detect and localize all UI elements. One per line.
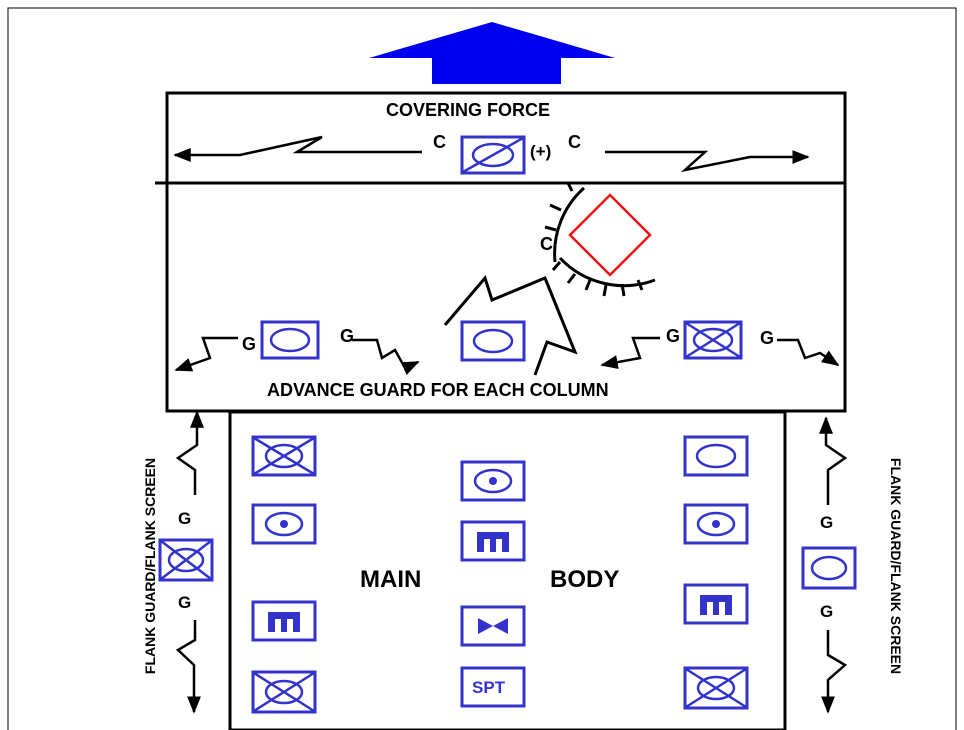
advance-g-label-2: G (340, 326, 355, 346)
advance-g-label-3: G (666, 326, 681, 346)
body-label: BODY (550, 566, 620, 593)
covering-force-label: COVERING FORCE (386, 100, 551, 120)
covering-c-right-label: C (568, 132, 581, 152)
main-body-left-mech-icon (251, 503, 317, 545)
flank-right-g-upper-label: G (820, 513, 834, 532)
advance-g-label-4: G (760, 328, 775, 348)
flank-left-g-upper-label: G (178, 509, 192, 528)
maneuver-route (443, 274, 578, 376)
flank-screen-left-up (175, 410, 204, 495)
advance-guard-label: ADVANCE GUARD FOR EACH COLUMN (267, 380, 609, 400)
advance-screen-right (600, 336, 660, 370)
flank-screen-right-down (821, 630, 848, 714)
covering-screen-left (173, 135, 422, 162)
main-body-left-armored-cav-icon-2 (251, 670, 317, 714)
main-body-right-engineer-icon (683, 583, 749, 625)
flank-screen-left-down (175, 620, 201, 714)
advance-screen-far-right (777, 338, 840, 367)
advance-guard-right-unit-icon (683, 320, 743, 360)
main-body-center-support-icon (460, 666, 526, 708)
main-body-box (228, 410, 787, 730)
main-body-center-engineer-icon (460, 520, 526, 562)
covering-c-left-label: C (433, 132, 446, 152)
flank-right-g-lower-label: G (820, 602, 834, 621)
advance-guard-center-unit-icon (460, 320, 526, 362)
enemy-contact-c-label: C (540, 234, 553, 254)
flank-guard-left-unit-icon (158, 538, 214, 582)
covering-plus-label: (+) (530, 142, 552, 161)
main-label: MAIN (360, 566, 422, 593)
covering-screen-right (605, 150, 810, 173)
flank-left-g-lower-label: G (178, 593, 192, 612)
support-unit-label: SPT (472, 678, 506, 697)
main-body-right-mech-icon (683, 503, 749, 545)
advance-direction-arrow (369, 22, 615, 84)
flank-guard-left-label: FLANK GUARD/FLANK SCREEN (142, 457, 158, 675)
enemy-obstacle-arc (544, 182, 656, 297)
main-body-center-signal-icon (460, 605, 526, 647)
advance-screen-left (352, 338, 420, 375)
covering-force-unit-icon (460, 135, 526, 175)
flank-screen-right-up (819, 416, 848, 505)
advance-guard-left-unit-icon (260, 320, 320, 360)
flank-guard-right-label: FLANK GUARD/FLANK SCREEN (888, 457, 904, 675)
advance-g-label-1: G (242, 334, 257, 354)
main-body-left-engineer-icon (251, 600, 317, 642)
flank-guard-right-unit-icon (801, 546, 857, 590)
advance-screen-far-left (174, 336, 238, 372)
outer-frame (7, 7, 957, 730)
lead-forces-box (165, 91, 847, 413)
main-body-right-armor-icon (683, 435, 749, 477)
enemy-position-icon (568, 193, 652, 277)
main-body-left-armored-cav-icon (251, 435, 317, 477)
main-body-right-armored-cav-icon (683, 666, 749, 710)
main-body-center-mech-icon (460, 460, 526, 502)
